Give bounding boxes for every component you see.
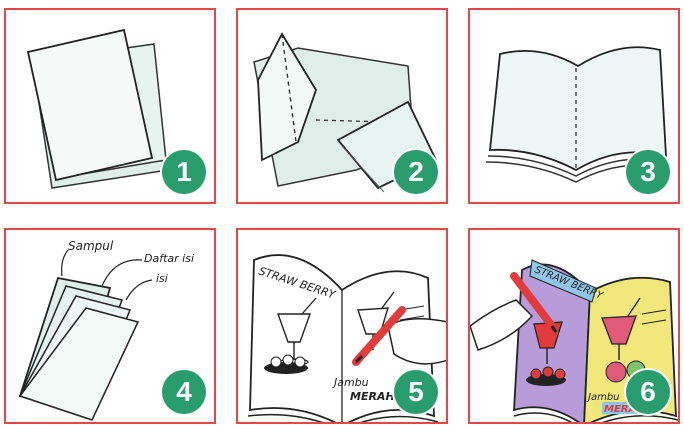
book-subtitle-1: Jambu	[586, 392, 620, 403]
book-subtitle-2: MERAH	[350, 390, 395, 403]
step-number-badge: 2	[394, 150, 438, 194]
step-number-badge: 1	[162, 150, 206, 194]
book-subtitle-1: Jambu	[332, 376, 369, 389]
label-content: isi	[156, 272, 168, 285]
step-panel-2: 2	[236, 8, 448, 204]
step-panel-6: STRAW BERRY Jambu MERAH 6	[468, 228, 680, 424]
label-cover: Sampul	[68, 239, 114, 253]
step-number-badge: 4	[162, 370, 206, 414]
step-number-badge: 6	[626, 370, 670, 414]
step-panel-1: 1	[4, 8, 216, 204]
step-panel-5: STRAW BERRY Jambu MERAH 5	[236, 228, 448, 424]
label-table-of-contents: Daftar isi	[144, 252, 194, 265]
step-panel-4: Sampul Daftar isi isi 4	[4, 228, 216, 424]
step-number-badge: 3	[626, 150, 670, 194]
step-panel-3: 3	[468, 8, 680, 204]
step-number-badge: 5	[394, 370, 438, 414]
